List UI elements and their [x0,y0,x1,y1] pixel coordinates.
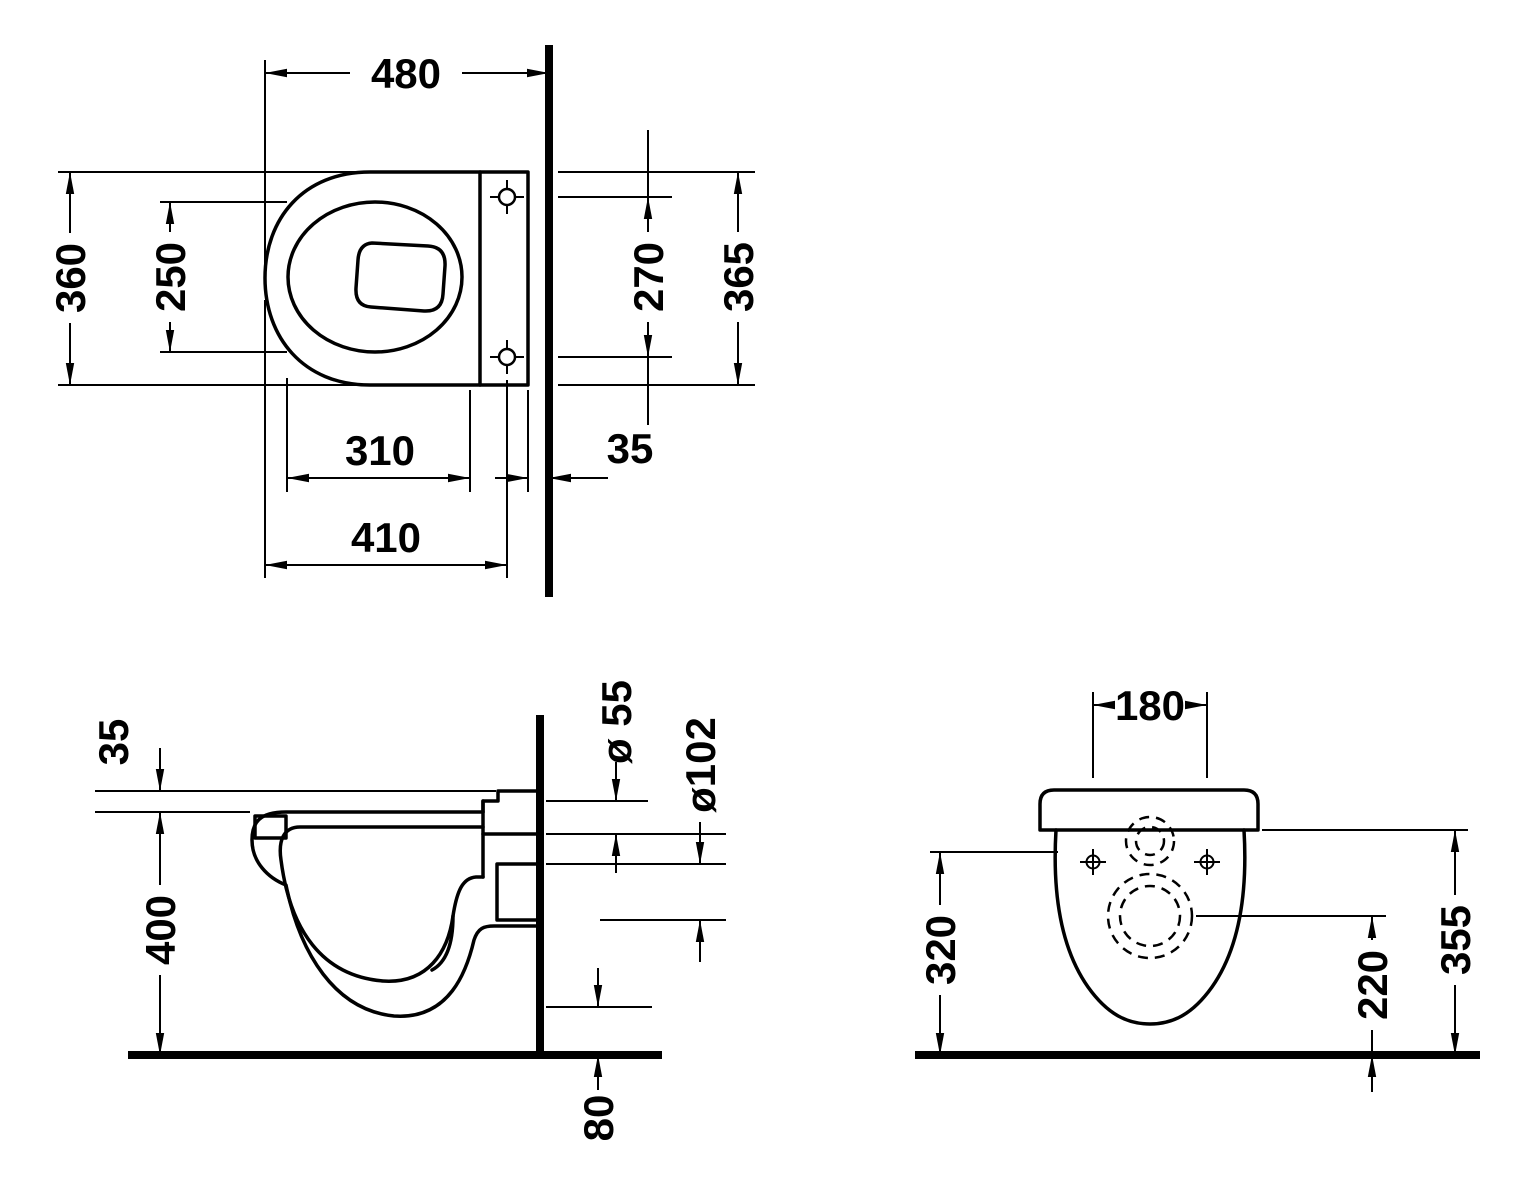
dim-plan-365: 365 [558,171,762,386]
dim-label-side-d55: ø 55 [593,680,640,764]
bowl-inner-rim [286,200,464,354]
dim-side-400: 400 [137,812,184,1055]
mounting-bracket-profile [481,789,542,814]
seat-hinge-clip [253,814,288,840]
dim-front-355: 355 [1262,829,1479,1055]
dim-side-35: 35 [90,719,496,813]
dim-label-plan-410: 410 [351,514,421,561]
dim-side-80: 80 [546,968,652,1141]
dim-label-side-d102: ø102 [677,717,724,813]
dim-plan-480: 480 [264,50,549,268]
dim-label-side-400: 400 [137,895,184,965]
fixing-cross-right [1194,849,1220,875]
bowl-cavity-profile [278,825,485,983]
dim-label-front-220: 220 [1349,950,1396,1020]
dim-plan-410: 410 [264,300,508,578]
plan-view: 480 360 250 270 [47,45,762,597]
dim-label-side-35: 35 [90,719,137,766]
dim-side-d55: ø 55 [546,680,726,873]
dim-front-220: 220 [1196,915,1396,1092]
dim-plan-250: 250 [147,201,287,353]
toilet-plan-outline [263,170,530,387]
dim-plan-35: 35 [495,390,653,492]
fixing-hole-top [490,180,524,214]
dim-label-front-180: 180 [1115,682,1185,729]
dim-label-front-355: 355 [1432,905,1479,975]
dim-front-180: 180 [1092,682,1208,778]
water-surface-outline [354,241,447,313]
dim-plan-310: 310 [286,378,471,492]
front-view: 180 320 355 220 [915,682,1480,1092]
outlet-circle-outer [1106,872,1194,960]
dim-label-plan-480: 480 [371,50,441,97]
fixing-hole-bottom [490,340,524,374]
fixing-cross-left [1080,849,1106,875]
flush-connection-circle-inner [1134,825,1166,857]
dim-label-plan-35: 35 [607,425,654,472]
flush-connection-circle-outer [1124,815,1176,867]
trap-curve [430,914,455,972]
toilet-side-outline [250,810,542,1018]
dim-label-front-320: 320 [917,915,964,985]
dim-label-plan-250: 250 [147,242,194,312]
mounting-slab-outline [1038,788,1260,832]
dim-label-plan-270: 270 [625,242,672,312]
dim-label-plan-365: 365 [715,242,762,312]
dim-label-side-80: 80 [575,1095,622,1142]
dim-plan-360: 360 [47,171,362,386]
dim-label-plan-360: 360 [47,243,94,313]
outlet-circle-inner [1118,884,1182,948]
dim-label-plan-310: 310 [345,427,415,474]
outlet-socket [495,862,542,922]
side-view: 35 400 ø 55 ø102 80 [90,680,726,1141]
toilet-front-outline [1053,828,1247,1026]
dim-side-d102: ø102 [546,717,726,962]
dim-front-320: 320 [917,851,1058,1055]
dim-plan-270: 270 [558,130,672,425]
